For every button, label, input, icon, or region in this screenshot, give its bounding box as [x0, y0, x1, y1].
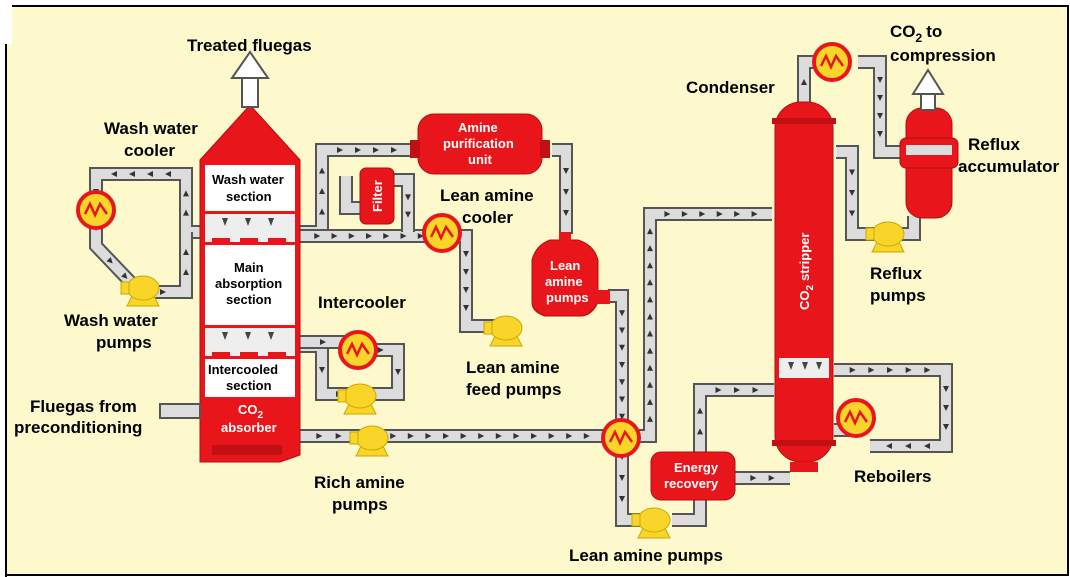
- label-intercooled-section-2: section: [226, 378, 272, 393]
- pipe-er-to-stripper: [735, 471, 790, 485]
- label-rich-amine-pumps-1: Rich amine: [314, 473, 405, 492]
- label-energy-recovery-2: recovery: [664, 476, 719, 491]
- label-wash-water-cooler-1: Wash water: [104, 119, 198, 138]
- label-lean-amine-cooler-2: cooler: [462, 208, 513, 227]
- equipment-labels: Wash water section Main absorption secti…: [208, 120, 816, 491]
- label-reflux-pumps-1: Reflux: [870, 264, 923, 283]
- label-reflux-accumulator-2: accumulator: [958, 157, 1059, 176]
- fluegas-inlet: [159, 403, 201, 419]
- lean-rich-exchanger-icon: [601, 418, 641, 458]
- label-lean-pumps-mid-1: Lean: [550, 258, 580, 273]
- corner-cutout: [0, 0, 12, 44]
- label-intercooled-section-1: Intercooled: [208, 362, 278, 377]
- pipe-leanpump-down: [608, 289, 629, 434]
- label-wash-water-section-2: section: [226, 189, 272, 204]
- co2-absorber-column: [199, 50, 301, 463]
- lean-amine-pumps-vessel: [531, 232, 610, 317]
- rich-amine-pump-icon: [349, 425, 389, 457]
- pipe-lean-amine-in: [300, 229, 438, 243]
- label-lean-amine-cooler-1: Lean amine: [440, 186, 534, 205]
- reflux-pump-icon: [865, 221, 905, 253]
- label-co2-stripper: CO2stripper: [797, 233, 816, 310]
- label-main-absorption-1: Main: [234, 260, 264, 275]
- lean-amine-cooler-icon: [422, 213, 462, 253]
- label-fluegas-from-1: Fluegas from: [30, 397, 137, 416]
- pipe-leanpumps-to-er: [672, 500, 707, 527]
- label-wash-water-section-1: Wash water: [212, 172, 284, 187]
- amine-purification-unit: [410, 113, 550, 175]
- label-reflux-pumps-2: pumps: [870, 286, 926, 305]
- label-amine-purification-3: unit: [468, 152, 492, 167]
- label-condenser: Condenser: [686, 78, 775, 97]
- label-fluegas-from-2: preconditioning: [14, 418, 142, 437]
- label-reflux-accumulator-1: Reflux: [968, 135, 1021, 154]
- intercooler-pump-icon: [337, 383, 377, 415]
- label-reboilers: Reboilers: [854, 467, 931, 486]
- label-filter: Filter: [370, 180, 385, 212]
- label-amine-purification-1: Amine: [458, 120, 498, 135]
- condenser-icon: [812, 42, 852, 82]
- label-energy-recovery-1: Energy: [674, 460, 719, 475]
- pipe-filter-in: [339, 176, 360, 215]
- lean-amine-pump-icon: [631, 507, 671, 539]
- label-lean-amine-pumps-bottom: Lean amine pumps: [569, 546, 723, 565]
- filter-unit: [359, 167, 395, 225]
- label-main-absorption-3: section: [226, 292, 272, 307]
- pipe-purification-to-pump: [552, 143, 573, 234]
- reflux-accumulator-vessel: [899, 68, 959, 219]
- label-co2-absorber-co2: CO2: [238, 402, 264, 421]
- wash-water-pump-icon: [120, 275, 160, 307]
- pipe-condenser-to-accumulator: [858, 55, 902, 159]
- label-rich-amine-pumps-2: pumps: [332, 495, 388, 514]
- co2-outlet-arrow-icon: [911, 68, 945, 95]
- label-wash-water-pumps-1: Wash water: [64, 311, 158, 330]
- label-intercooler: Intercooler: [318, 293, 406, 312]
- label-wash-water-cooler-2: cooler: [124, 141, 175, 160]
- wash-water-cooler-icon: [76, 190, 116, 230]
- intercooler-icon: [338, 330, 378, 370]
- co2-stripper-column: [772, 101, 836, 472]
- label-lean-pumps-mid-3: pumps: [546, 290, 589, 305]
- label-compression: compression: [890, 46, 996, 65]
- pipe-filter-out: [394, 173, 415, 232]
- label-lean-amine-feed-pumps-2: feed pumps: [466, 380, 561, 399]
- label-main-absorption-2: absorption: [215, 276, 282, 291]
- lean-amine-feed-pump-icon: [483, 315, 523, 347]
- label-wash-water-pumps-2: pumps: [96, 333, 152, 352]
- treated-fluegas-arrow-icon: [230, 50, 270, 79]
- label-amine-purification-2: purification: [443, 136, 514, 151]
- label-lean-pumps-mid-2: amine: [545, 274, 583, 289]
- pipe-rich-amine: [300, 429, 622, 443]
- pipe-reboiler-loop: [834, 363, 953, 453]
- label-lean-amine-feed-pumps-1: Lean amine: [466, 358, 560, 377]
- reboiler-icon: [836, 398, 876, 438]
- label-co2-absorber: absorber: [221, 420, 277, 435]
- energy-recovery-unit: [650, 451, 736, 501]
- pipe-er-to-hx: [693, 383, 774, 452]
- label-treated-fluegas: Treated fluegas: [187, 36, 312, 55]
